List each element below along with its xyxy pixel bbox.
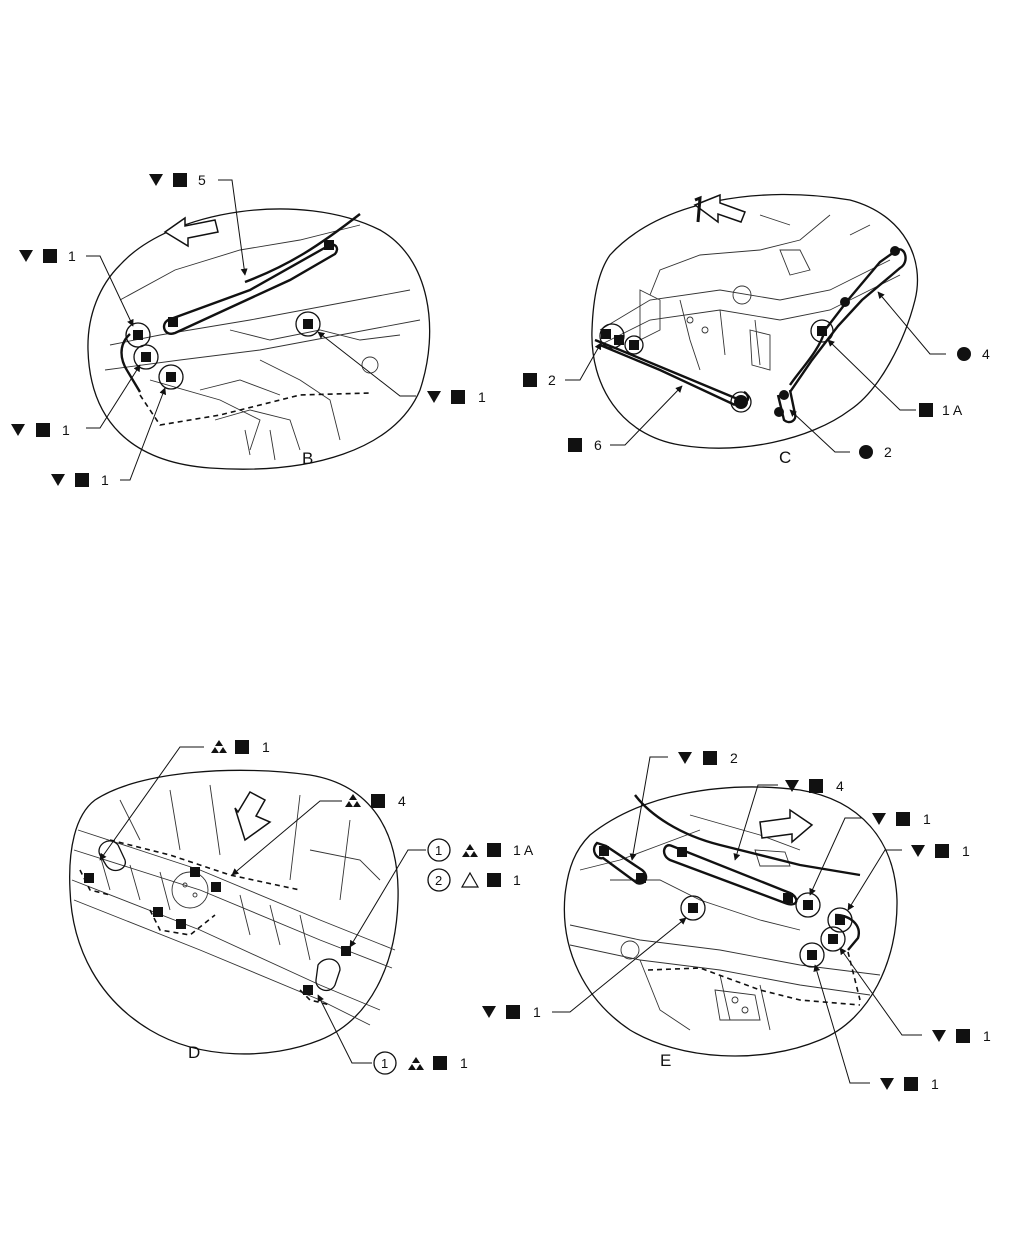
view-label-e: E [660,1051,671,1070]
callout-b-right: 1 [478,389,486,405]
callout-b-left-mid: 1 [62,422,70,438]
callout-c-right-upper: 4 [982,346,990,362]
callout-d-top-left: 1 [262,739,270,755]
view-label-d: D [188,1043,200,1062]
callout-e-right-upper: 1 [923,811,931,827]
callout-b-left-upper: 1 [68,248,76,264]
view-e: 2 4 1 1 1 1 1 E [482,750,991,1092]
callout-b-top: 5 [198,172,206,188]
view-c: 2 6 4 1 A 2 C [523,193,990,467]
callout-d-top-mid: 4 [398,793,406,809]
callout-e-top-left: 2 [730,750,738,766]
callout-e-right-upper2: 1 [962,843,970,859]
callout-d-right-upper-num: 1 [435,843,442,858]
callout-d-bottom-num: 1 [381,1056,388,1071]
callout-e-bottom: 1 [931,1076,939,1092]
callout-e-left-lower: 1 [533,1004,541,1020]
down-triangle-icon [149,174,163,186]
view-label-b: B [302,449,313,468]
callout-c-right-mid: 1 A [942,402,963,418]
callout-d-bottom: 1 [460,1055,468,1071]
view-b: 5 1 1 1 1 B [11,172,486,488]
callout-d-right-lower: 1 [513,872,521,888]
callout-c-left-lower: 6 [594,437,602,453]
view-label-c: C [779,448,791,467]
callout-c-right-lower: 2 [884,444,892,460]
callout-d-right-upper: 1 A [513,842,534,858]
view-d: 1 4 1 1 A 2 1 1 1 D [69,739,534,1075]
callout-b-left-lower: 1 [101,472,109,488]
callout-d-right-lower-num: 2 [435,873,442,888]
callout-e-right-lower: 1 [983,1028,991,1044]
callout-c-left-upper: 2 [548,372,556,388]
square-icon [173,173,187,187]
callout-e-top-mid: 4 [836,778,844,794]
